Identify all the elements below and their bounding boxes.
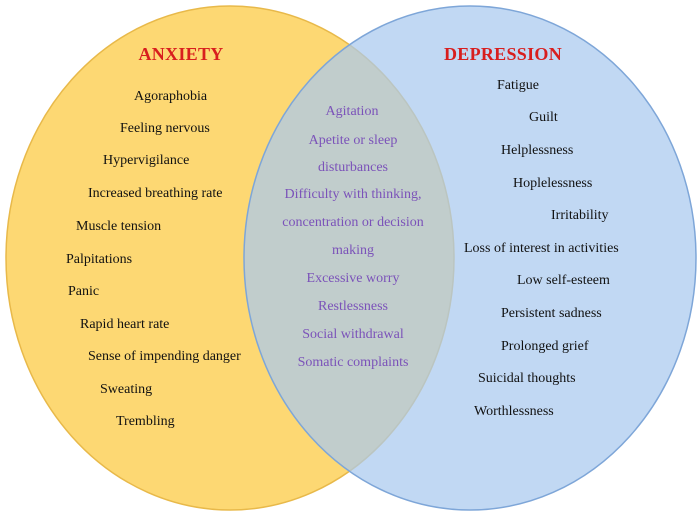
anxiety-item: Trembling <box>116 414 175 429</box>
overlap-item: Agitation <box>325 104 379 119</box>
anxiety-item: Hypervigilance <box>103 153 190 168</box>
overlap-item: Restlessness <box>318 299 388 314</box>
overlap-item: Somatic complaints <box>297 355 409 370</box>
anxiety-title: ANXIETY <box>138 44 224 64</box>
depression-item: Suicidal thoughts <box>478 371 576 386</box>
anxiety-item: Panic <box>68 284 100 299</box>
anxiety-item: Agoraphobia <box>134 89 208 104</box>
depression-circle <box>243 5 697 511</box>
overlap-item: concentration or decision <box>282 215 424 230</box>
depression-item: Helplessness <box>501 143 574 158</box>
overlap-item: Apetite or sleep <box>308 133 398 148</box>
depression-item: Guilt <box>529 110 558 125</box>
anxiety-item: Sweating <box>100 382 153 397</box>
depression-item: Persistent sadness <box>501 306 602 321</box>
anxiety-item: Increased breathing rate <box>88 186 223 201</box>
overlap-item: Excessive worry <box>306 271 400 286</box>
depression-title: DEPRESSION <box>443 44 563 64</box>
anxiety-item: Sense of impending danger <box>88 349 241 364</box>
anxiety-item: Palpitations <box>66 252 133 267</box>
depression-item: Worthlessness <box>474 404 554 419</box>
depression-item: Prolonged grief <box>501 339 589 354</box>
anxiety-item: Feeling nervous <box>120 121 210 136</box>
anxiety-item: Muscle tension <box>76 219 162 234</box>
depression-item: Hoplelessness <box>513 176 593 191</box>
depression-item: Irritability <box>551 208 609 223</box>
depression-item: Fatigue <box>497 78 539 93</box>
depression-item: Loss of interest in activities <box>464 241 619 256</box>
anxiety-item: Rapid heart rate <box>80 317 170 332</box>
overlap-item: disturbances <box>318 160 388 175</box>
overlap-item: Difficulty with thinking, <box>284 187 422 202</box>
overlap-item: Social withdrawal <box>302 327 404 342</box>
depression-item: Low self-esteem <box>517 273 610 288</box>
overlap-item: making <box>332 243 374 258</box>
